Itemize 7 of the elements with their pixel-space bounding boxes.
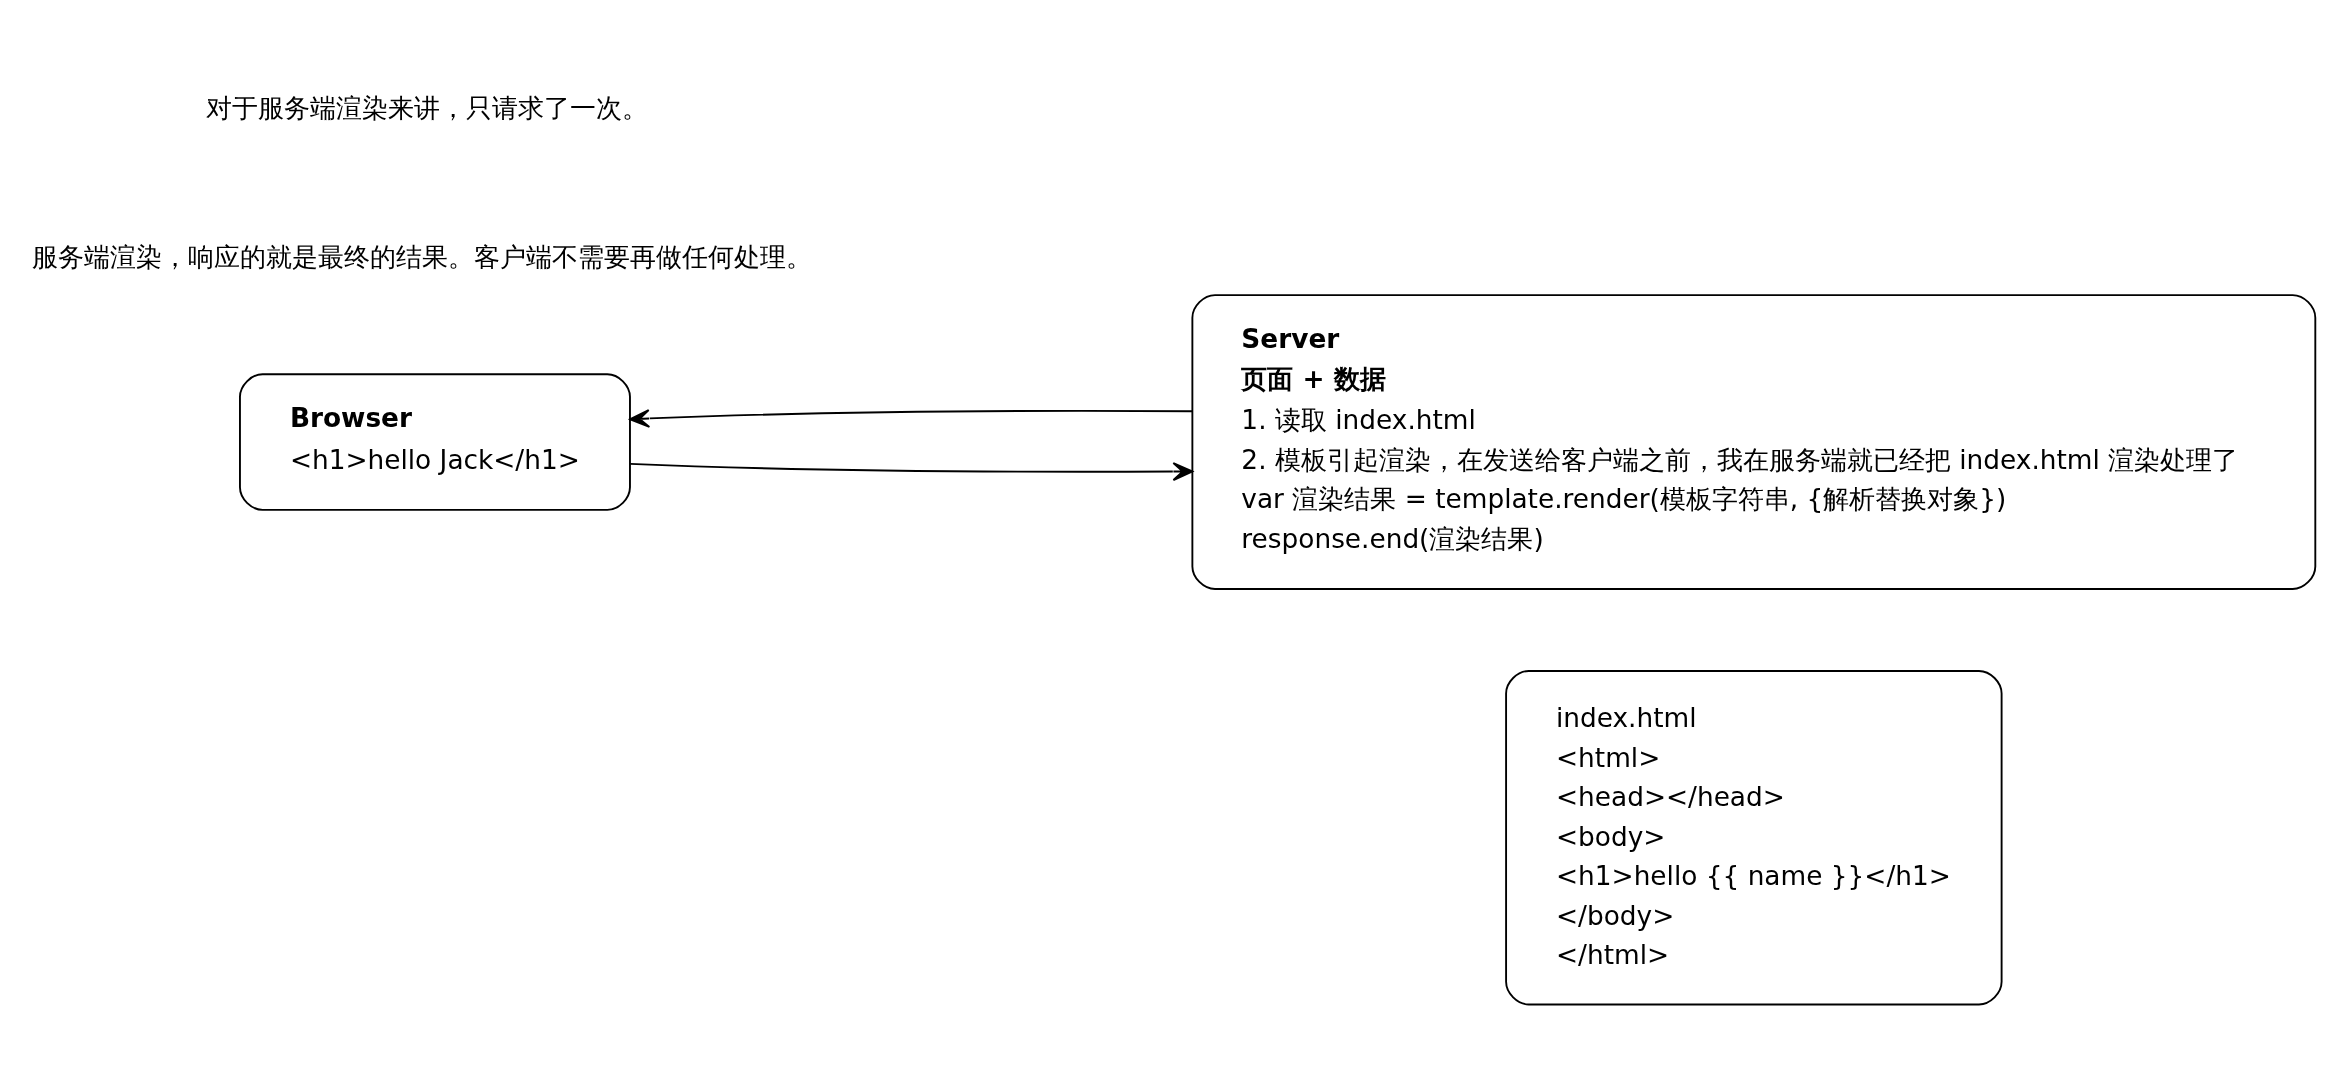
node-box: index.html <html> <head></head> <body> <h1>hello {{ name }}</h1> </body> </html> [1505,669,2003,1005]
label: 对于服务端渲染来讲，只请求了一次。 [206,92,649,123]
arrow [629,408,1194,428]
label: 服务端渲染，响应的就是最终的结果。客户端不需要再做任何处理。 [31,241,812,272]
node-box: Server 页面 + 数据 1. 读取 index.html 2. 模板引起渲染，在发送给客户端之前，我在服务端就已经把 index.html 渲染处理了 var 渲染结果 = template.render(模板字符串, {解析替换对象}) response.end(渲染结果) [1191,293,2317,590]
arrow [629,461,1194,481]
node-box: Browser <h1>hello Jack</h1> [239,372,631,511]
